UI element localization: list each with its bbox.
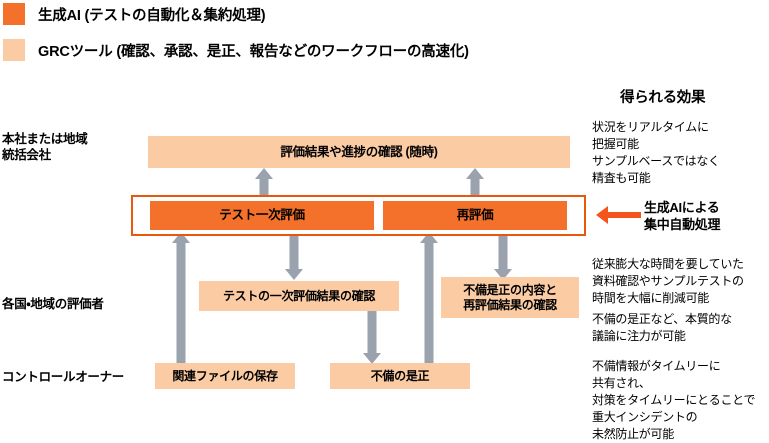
legend-item-generative-ai: 生成AI (テストの自動化＆集約処理) [3, 3, 266, 25]
box-test-first-eval-label: テスト一次評価 [219, 208, 305, 222]
box-fix-deficiency-label: 不備の是正 [370, 368, 430, 383]
box-re-eval[interactable]: 再評価 [383, 201, 567, 230]
effects-block-incident-prevention: 不備情報がタイムリーに 共有され、 対策をタイムリーにとることで 重大インシデン… [592, 359, 756, 442]
swimlane-label-headquarters: 本社または地域 統括会社 [2, 132, 88, 162]
callout-label: 生成AIによる 集中自動処理 [644, 200, 721, 232]
arrow-up-re-eval-to-review [466, 168, 484, 198]
arrow-down-first-eval-to-confirm-result [285, 232, 303, 280]
box-fix-deficiency[interactable]: 不備の是正 [330, 363, 470, 389]
legend-swatch-generative-ai [3, 3, 25, 25]
box-save-files[interactable]: 関連ファイルの保存 [155, 363, 295, 389]
legend-item-grc-tool: GRCツール (確認、承認、是正、報告などのワークフローの高速化) [3, 39, 469, 61]
legend-label-grc-tool: GRCツール (確認、承認、是正、報告などのワークフローの高速化) [38, 43, 469, 60]
legend-swatch-grc-tool [3, 39, 25, 61]
swimlane-label-control-owner: コントロールオーナー [2, 370, 125, 384]
box-test-first-eval[interactable]: テスト一次評価 [150, 201, 374, 230]
effects-block-essential-discussion: 不備の是正など、本質的な 議論に注力が可能 [592, 312, 732, 344]
box-confirm-first-result-label: テストの一次評価結果の確認 [222, 288, 376, 303]
box-review-progress[interactable]: 評価結果や進捗の確認 (随時) [148, 136, 570, 168]
effects-title: 得られる効果 [620, 90, 706, 106]
box-confirm-remediation-label: 不備是正の内容と 再評価結果の確認 [463, 283, 557, 312]
box-confirm-first-result[interactable]: テストの一次評価結果の確認 [199, 281, 399, 311]
arrow-up-first-eval-to-review [255, 168, 273, 198]
box-re-eval-label: 再評価 [456, 208, 494, 222]
box-save-files-label: 関連ファイルの保存 [172, 368, 278, 383]
effects-block-time-reduction: 従来膨大な時間を要していた 資料確認やサンプルテストの 時間を大幅に削減可能 [592, 257, 744, 306]
legend-label-generative-ai: 生成AI (テストの自動化＆集約処理) [38, 7, 266, 24]
swimlane-label-evaluators: 各国・地域の評価者 [2, 297, 104, 311]
box-confirm-remediation[interactable]: 不備是正の内容と 再評価結果の確認 [441, 277, 579, 318]
box-review-progress-label: 評価結果や進捗の確認 (随時) [280, 144, 438, 159]
arrow-up-fix-deficiency-to-re-eval [420, 232, 438, 364]
arrow-up-save-files-to-first-eval [172, 232, 190, 364]
callout-arrow-icon [596, 206, 641, 224]
arrow-down-re-eval-to-confirm-remediation [494, 232, 512, 280]
arrow-down-confirm-result-to-fix-deficiency [363, 308, 381, 364]
effects-block-realtime: 状況をリアルタイムに 把握可能 サンプルベースではなく 精査も可能 [592, 120, 720, 186]
